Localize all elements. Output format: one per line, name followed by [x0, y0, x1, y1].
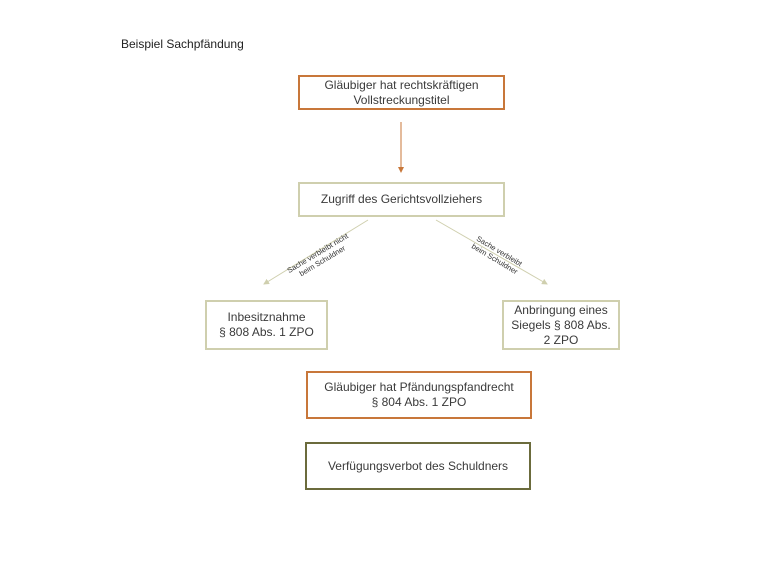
node-disposal-ban-text: Verfügungsverbot des Schuldners: [327, 458, 509, 473]
edge-label-not-with-debtor: Sache verbleibt nicht beim Schuldner: [285, 231, 350, 279]
node-enforceable-title: Gläubiger hat rechtskräftigen Vollstreck…: [298, 75, 505, 110]
node-bailiff-access: Zugriff des Gerichtsvollziehers: [298, 182, 505, 217]
node-bailiff-access-text: Zugriff des Gerichtsvollziehers: [320, 192, 483, 206]
node-enforceable-title-text: Gläubiger hat rechtskräftigen Vollstreck…: [324, 77, 479, 107]
node-disposal-ban: Verfügungsverbot des Schuldners: [305, 442, 531, 490]
page-title: Beispiel Sachpfändung: [121, 37, 244, 51]
edge-label-with-debtor: Sache verbleibt beim Schuldner: [470, 233, 524, 277]
node-possession: Inbesitznahme § 808 Abs. 1 ZPO: [205, 300, 328, 350]
node-pledge-right-text: Gläubiger hat Pfändungspfandrecht § 804 …: [324, 380, 514, 409]
node-seal: Anbringung eines Siegels § 808 Abs. 2 ZP…: [502, 300, 620, 350]
node-seal-text: Anbringung eines Siegels § 808 Abs. 2 ZP…: [511, 302, 611, 347]
node-pledge-right: Gläubiger hat Pfändungspfandrecht § 804 …: [306, 371, 532, 419]
node-possession-text: Inbesitznahme § 808 Abs. 1 ZPO: [219, 310, 314, 339]
